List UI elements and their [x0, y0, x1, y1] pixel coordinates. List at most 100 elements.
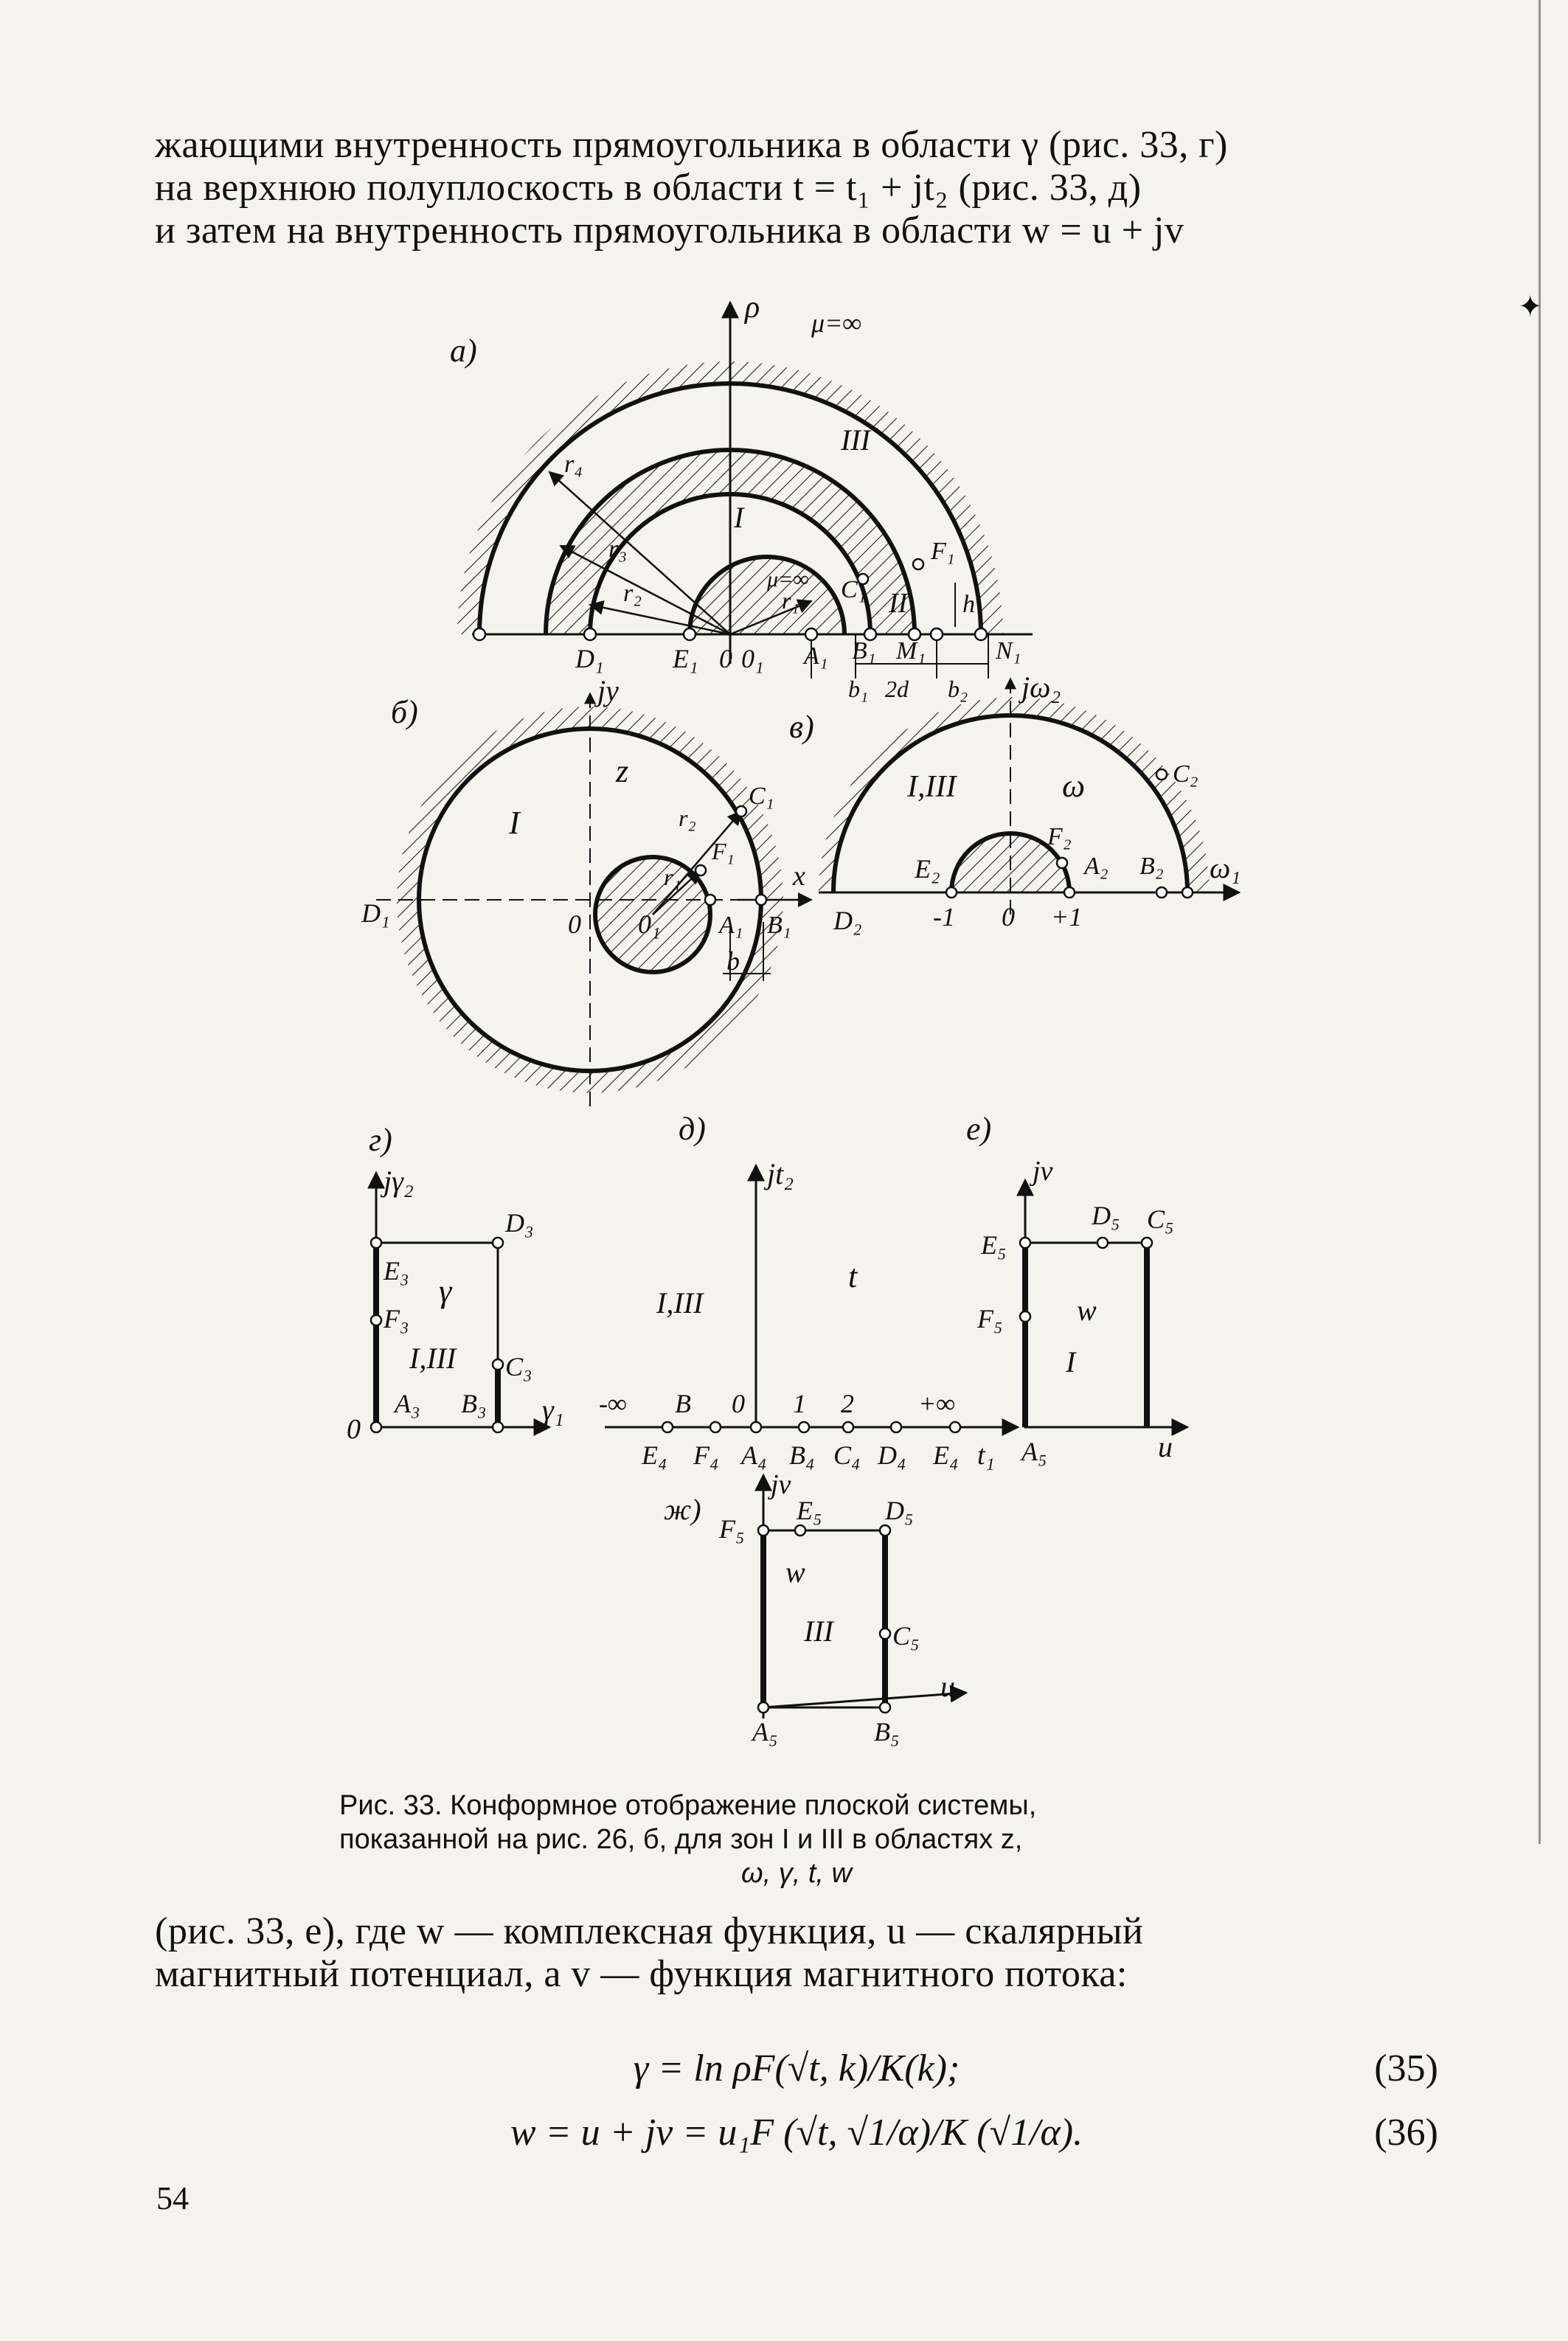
radius-r2-label: r₂: [679, 805, 696, 831]
point-D2: D₂: [833, 906, 862, 935]
point-0: 0: [568, 909, 581, 939]
radius-r1-label: r₁: [664, 864, 681, 890]
point-A5: A₅: [751, 1717, 778, 1747]
zones-label: I,III: [906, 770, 957, 804]
bottom-paragraph: (рис. 33, е), где w — комплексная функци…: [155, 1910, 1438, 1996]
domain-t-label: t: [848, 1258, 858, 1294]
caption-line: показанной на рис. 26, б, для зон I и II…: [339, 1824, 1023, 1855]
axis-jw2-label: jω₂: [1018, 670, 1061, 704]
point-F4: F₄: [693, 1440, 719, 1470]
tick-minus-1: -1: [933, 902, 955, 932]
zone-I-label: I: [508, 805, 521, 841]
dim-2d: 2d: [885, 676, 909, 702]
page-edge-line: [1538, 0, 1541, 1844]
label-1: 1: [793, 1389, 806, 1418]
radius-r2-label: r₂: [623, 580, 642, 607]
axis-u-label: u: [940, 1670, 955, 1703]
figure-33: а) ρ μ=∞ μ=∞ I II III r₁ r₂ r₃ r₄ D₁ E₁ …: [347, 291, 1241, 1747]
axis-t1-label: t₁: [977, 1440, 995, 1471]
axis-jy-label: jy: [594, 674, 619, 707]
axis-jv-label: jv: [767, 1469, 791, 1500]
page-number: 54: [156, 2180, 189, 2216]
radius-r1-label: r₁: [782, 587, 799, 614]
equation-formula: w = u + jv = u₁F (√t, √1/α)/K (√1/α).: [510, 2112, 1083, 2154]
point-A2: A₂: [1083, 853, 1109, 880]
dim-b2: b₂: [948, 676, 968, 702]
domain-gamma-label: γ: [439, 1273, 453, 1309]
point-C1: C₁: [841, 576, 867, 603]
point-01: 0₁: [741, 644, 764, 673]
panel-g: г) jγ₂ γ₁ γ I,III 0 D₃ E₃ F₃ C₃ A₃ B₃: [347, 1122, 564, 1445]
point-C1: C₁: [749, 783, 774, 810]
axis-x-label: x: [792, 861, 805, 892]
equation-number: (36): [1374, 2112, 1438, 2154]
radius-r4-label: r₄: [564, 451, 583, 478]
text-line: магнитный потенциал, а v — функция магни…: [155, 1953, 1128, 1995]
point-C3: C₃: [505, 1352, 533, 1381]
caption-line: ω, γ, t, w: [741, 1858, 852, 1889]
axis-gamma1-label: γ₁: [542, 1393, 564, 1426]
zone-III-label: III: [840, 423, 872, 457]
axis-u-label: u: [1158, 1430, 1173, 1463]
domain-z-label: z: [615, 753, 628, 789]
equation-formula: γ = ln ρF(√t, k)/K(k);: [633, 2047, 960, 2089]
point-0: 0: [719, 644, 732, 673]
label-minus-inf: -∞: [599, 1389, 627, 1418]
point-F5: F₅: [976, 1304, 1003, 1333]
point-M1: M₁: [895, 637, 926, 665]
point-A1: A₁: [802, 642, 828, 670]
zone-I-label: I: [1065, 1345, 1077, 1378]
point-C5: C₅: [892, 1621, 920, 1651]
caption-line: Рис. 33. Конформное отображение плоской …: [339, 1790, 1037, 1821]
axis-jv-label: jv: [1029, 1156, 1053, 1187]
dim-h: h: [962, 591, 975, 618]
mu-outer-label: μ=∞: [811, 308, 861, 338]
text-line: на верхнюю полуплоскость в области t = t…: [155, 167, 1142, 209]
panel-e-letter: е): [966, 1111, 991, 1147]
point-F1: F₁: [930, 538, 955, 565]
point-B1: B₁: [852, 637, 876, 665]
panel-d-letter: д): [679, 1111, 706, 1147]
domain-omega-label: ω: [1062, 768, 1085, 804]
point-B2: B₂: [1139, 853, 1164, 880]
text-line: (рис. 33, е), где w — комплексная функци…: [155, 1910, 1144, 1952]
dim-b1: b₁: [848, 676, 868, 702]
origin-0: 0: [347, 1414, 361, 1445]
axis-jgamma2-label: jγ₂: [380, 1165, 414, 1198]
panel-a-letter: а): [450, 333, 477, 369]
zone-I-label: I: [733, 501, 745, 534]
domain-w-label: w: [785, 1556, 805, 1589]
zone-II-label: II: [888, 588, 909, 619]
inner-iron-hatch: [690, 557, 844, 634]
point-E4-right: E₄: [932, 1440, 959, 1470]
panel-g-letter: г): [369, 1122, 392, 1158]
text-line: и затем на внутренность прямоугольника в…: [155, 209, 1184, 252]
dim-b: b: [726, 946, 740, 976]
point-D3: D₃: [504, 1208, 534, 1238]
point-E5: E₅: [980, 1230, 1007, 1260]
point-D5: D₅: [884, 1496, 914, 1525]
point-C4: C₄: [833, 1440, 861, 1470]
panel-zh: ж) jv u w III F₅ E₅ D₅ C₅ A₅ B₅: [664, 1469, 968, 1747]
point-F1: F₁: [711, 838, 735, 864]
panel-b-letter: б): [391, 694, 418, 730]
tick-0: 0: [1002, 902, 1015, 932]
point-B4: B₄: [789, 1440, 815, 1470]
point-E5: E₅: [796, 1496, 822, 1525]
point-A3: A₃: [393, 1389, 420, 1418]
axis-w1-label: ω₁: [1210, 851, 1241, 884]
point-A1: A₁: [718, 912, 743, 939]
panel-a: а) ρ μ=∞ μ=∞ I II III r₁ r₂ r₃ r₄ D₁ E₁ …: [450, 291, 1033, 702]
panel-v: в) jω₂ ω₁ ω I,III D₂ E₂ F₂ A₂ B₂ C₂ -1 0…: [789, 670, 1241, 935]
point-C5: C₅: [1147, 1204, 1174, 1234]
point-C2: C₂: [1173, 760, 1198, 788]
point-D1: D₁: [361, 898, 390, 928]
zones-label: I,III: [409, 1342, 457, 1375]
margin-marker-icon: ✦: [1518, 290, 1543, 323]
zones-label: I,III: [656, 1286, 704, 1319]
label-2: 2: [841, 1389, 854, 1418]
panel-e: е) jv u w I E₅ D₅ C₅ F₅ A₅: [966, 1111, 1190, 1466]
axis-rho-label: ρ: [743, 291, 760, 325]
panel-zh-letter: ж): [664, 1493, 701, 1526]
